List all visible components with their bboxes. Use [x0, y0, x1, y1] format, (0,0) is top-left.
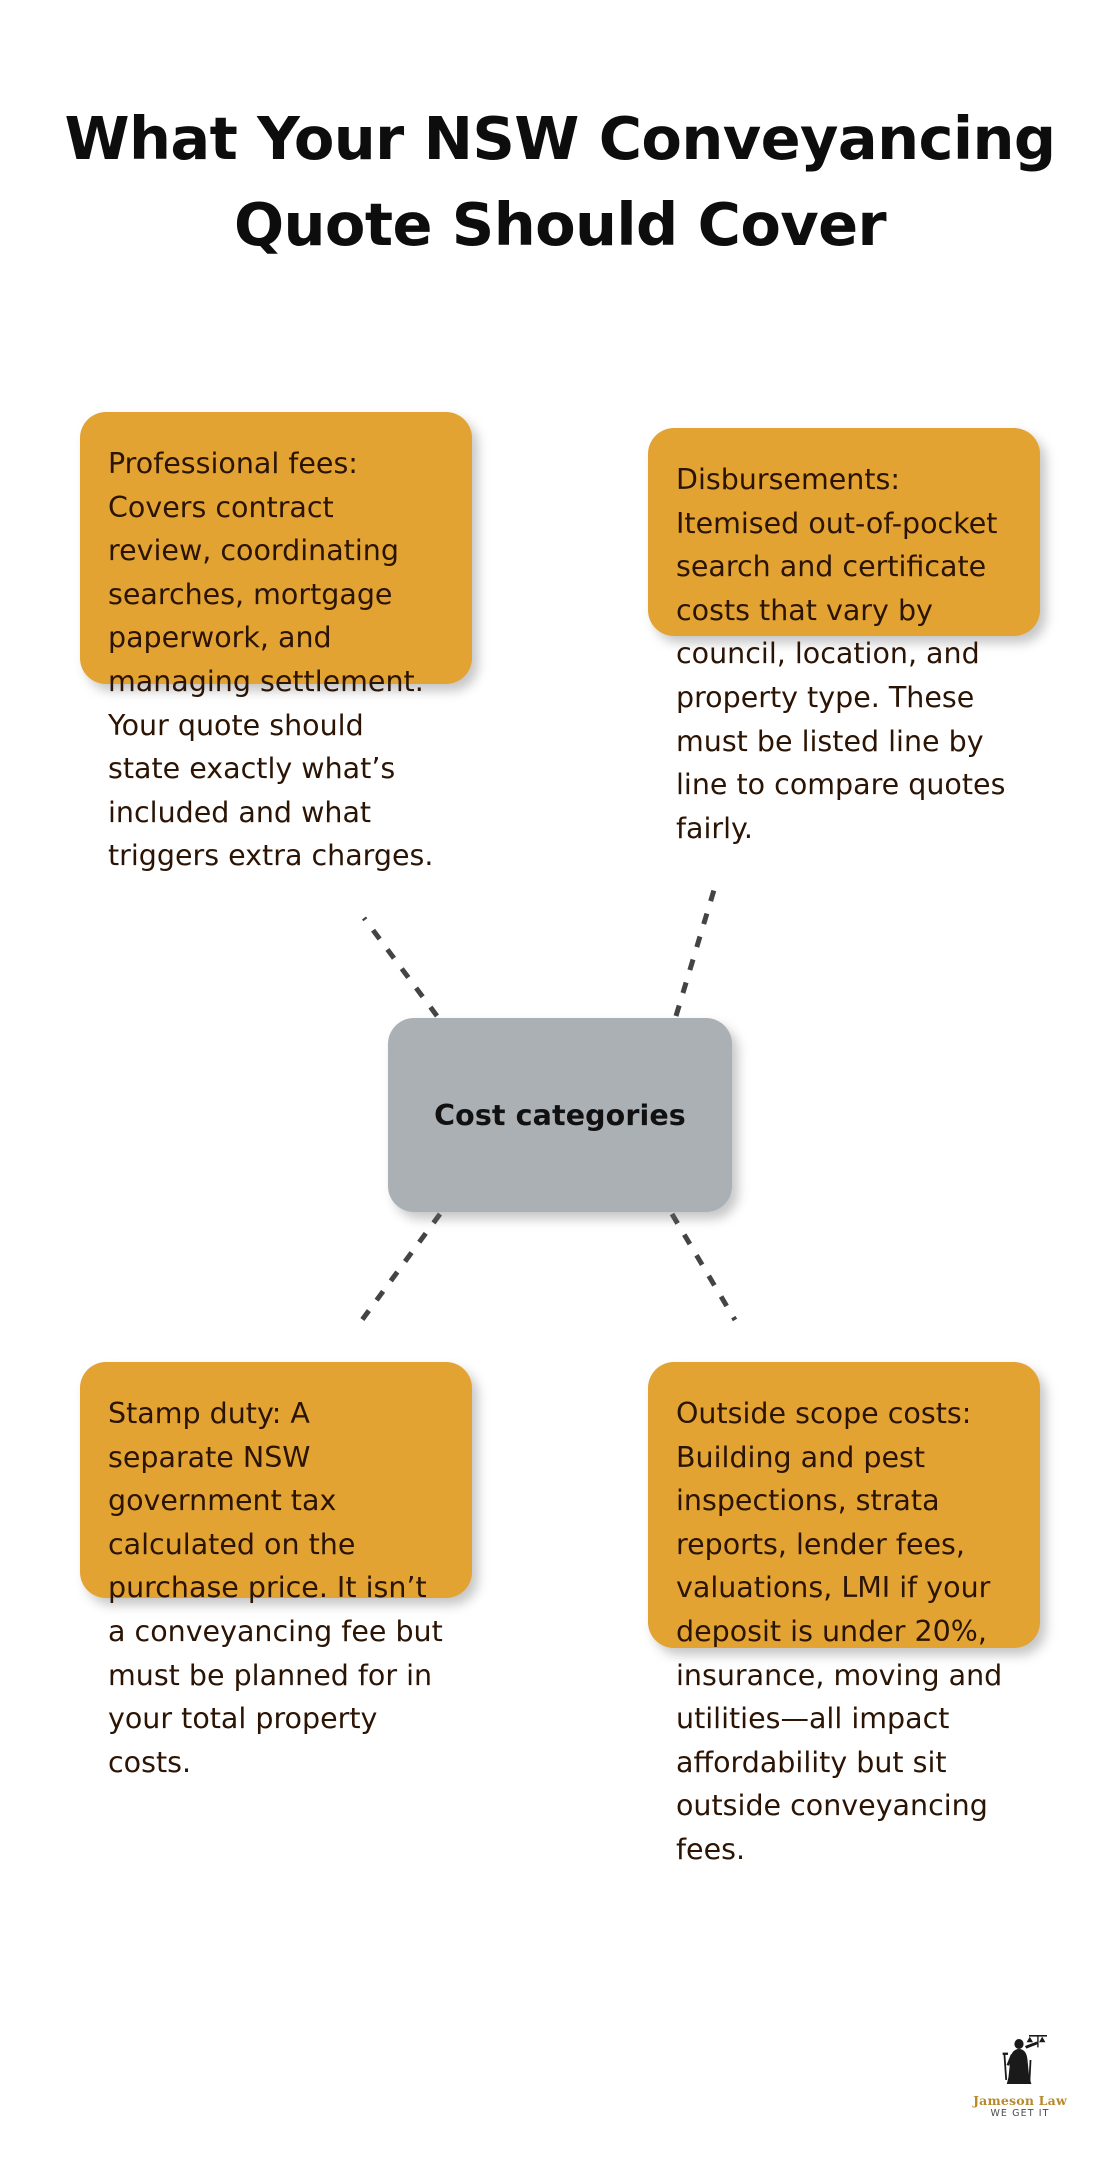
mind-map-node-disbursements[interactable]: Disbursements: Itemised out-of-pocket se…: [648, 428, 1040, 845]
page-title: What Your NSW Conveyancing Quote Should …: [60, 96, 1060, 268]
logo-tagline: WE GET IT: [990, 2108, 1050, 2119]
mind-map-node-stamp-duty[interactable]: Stamp duty: A separate NSW government ta…: [80, 1362, 472, 1779]
connector-center-to-disbursements: [673, 879, 720, 1017]
logo-name: Jameson Law: [973, 2093, 1067, 2108]
node-text-outside-scope: Outside scope costs: Building and pest i…: [676, 1397, 1003, 1866]
lady-justice-scales-icon: [1002, 2035, 1047, 2085]
node-text-disbursements: Disbursements: Itemised out-of-pocket se…: [676, 463, 1006, 845]
brand-logo[interactable]: Jameson Law WE GET IT: [968, 2032, 1072, 2136]
node-text-stamp-duty: Stamp duty: A separate NSW government ta…: [108, 1397, 443, 1779]
center-node-label: Cost categories: [434, 1098, 686, 1132]
connector-center-to-outside-scope: [669, 1212, 738, 1322]
connector-center-to-professional-fees: [361, 916, 440, 1018]
mind-map-center-node-cost-categories[interactable]: Cost categories: [388, 1018, 732, 1212]
connector-center-to-stamp-duty: [359, 1212, 443, 1322]
page-title-line-1: What Your NSW Conveyancing: [64, 104, 1056, 173]
page-title-line-2: Quote Should Cover: [233, 190, 887, 259]
mind-map-node-professional-fees[interactable]: Professional fees: Covers contract revie…: [80, 412, 472, 872]
node-text-professional-fees: Professional fees: Covers contract revie…: [108, 447, 434, 873]
mind-map-node-outside-scope[interactable]: Outside scope costs: Building and pest i…: [648, 1362, 1040, 1866]
